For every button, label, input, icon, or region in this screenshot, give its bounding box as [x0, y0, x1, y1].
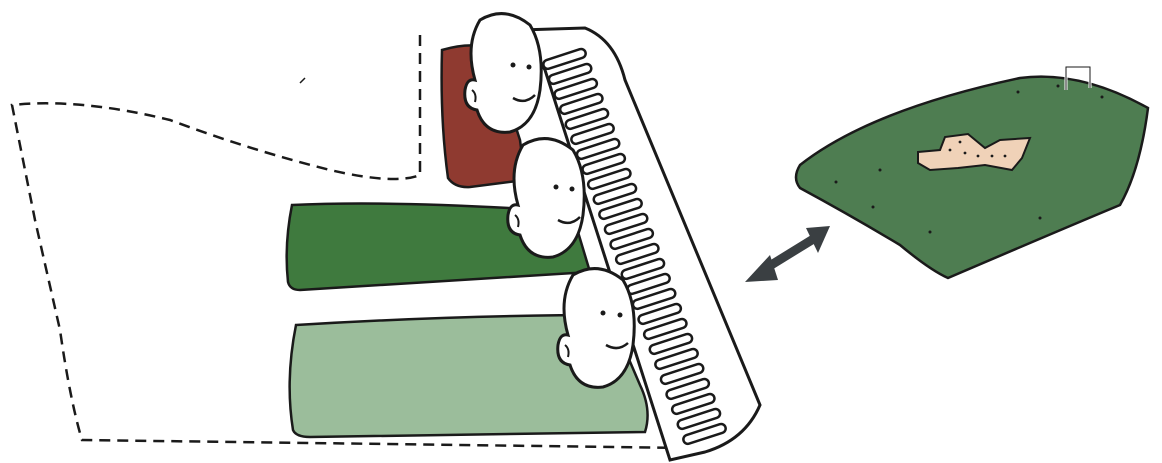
comb-tooth — [586, 167, 632, 191]
comb-tooth — [564, 107, 610, 131]
comb-tooth — [547, 62, 593, 86]
comb-tooth — [659, 362, 705, 386]
face-middle — [506, 137, 586, 259]
comb-tooth — [598, 197, 643, 221]
comb-tooth — [570, 122, 615, 146]
comb-tooth — [558, 92, 604, 116]
comb-tooth — [620, 257, 666, 281]
comb-tooth — [648, 332, 694, 356]
stray-mark — [299, 77, 306, 84]
pitch-markings — [948, 140, 1007, 158]
face-bottom — [556, 267, 636, 389]
comb-tooth — [682, 422, 727, 446]
comb-tooth — [676, 407, 722, 431]
sand-pitch — [917, 132, 1032, 172]
comb-tooth — [654, 347, 699, 371]
double-arrow-icon — [745, 226, 830, 282]
comb-tooth — [592, 182, 638, 206]
comb-tooth — [609, 227, 655, 251]
comb-structure — [517, 26, 762, 462]
comb-tooth — [642, 317, 688, 341]
comb-tooth — [542, 47, 587, 71]
comb-tooth — [553, 77, 599, 101]
comb-tooth — [637, 302, 683, 326]
comb-tooth — [665, 377, 711, 401]
dashed-boundary — [10, 35, 691, 450]
comb-tooth — [603, 212, 649, 236]
green-field — [794, 75, 1150, 280]
comb-tooth — [614, 242, 660, 266]
comb-tooth — [670, 392, 716, 416]
face-top — [463, 12, 543, 134]
